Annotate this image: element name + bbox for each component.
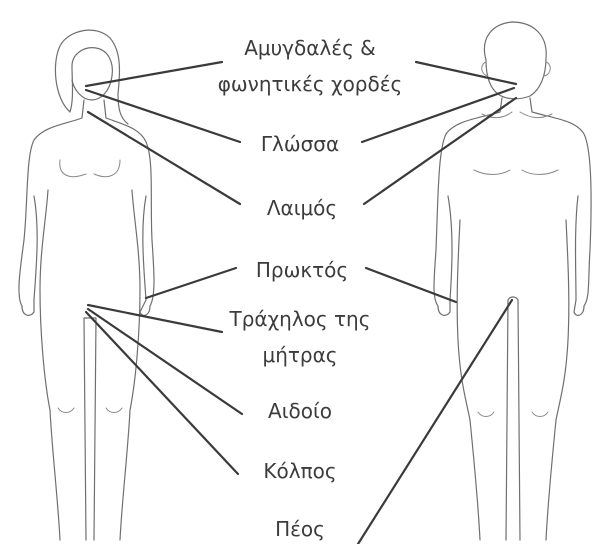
male-leg-right: [546, 420, 556, 540]
label-anus: Πρωκτός: [256, 258, 348, 282]
female-leg-left: [50, 410, 60, 540]
female-arm-left-inner: [34, 196, 37, 300]
male-torso-right: [530, 98, 591, 306]
female-chest: [60, 160, 120, 177]
label-tonsils-line2: φωνητικές χορδές: [218, 72, 403, 96]
male-hip-right: [556, 220, 569, 420]
male-arm-left-inner: [448, 196, 452, 300]
male-arm-right-inner: [576, 196, 579, 300]
label-penis: Πέος: [275, 517, 325, 541]
male-torso-left: [434, 98, 502, 306]
female-leg-right: [120, 410, 130, 540]
pointer-tonsils-male: [416, 62, 516, 84]
label-cervix-line1: Τράχηλος της: [229, 307, 371, 331]
female-hand-right: [140, 300, 150, 315]
female-arm-right-inner: [143, 196, 146, 300]
male-chest: [474, 112, 558, 175]
label-vulva: Αιδοίο: [268, 399, 332, 423]
labels: Αμυγδαλές & φωνητικές χορδές Γλώσσα Λαιμ…: [218, 36, 403, 541]
female-hip-right: [130, 190, 140, 410]
label-throat: Λαιμός: [267, 196, 337, 220]
pointer-cervix: [88, 305, 222, 332]
label-tonsils-line1: Αμυγδαλές &: [244, 36, 376, 60]
label-cervix-line2: μήτρας: [262, 343, 337, 367]
male-ears: [482, 62, 551, 76]
female-knees: [58, 408, 122, 413]
label-vagina: Κόλπος: [263, 459, 336, 483]
pointer-vagina: [86, 312, 238, 474]
male-inner-legs: [506, 297, 520, 540]
label-tongue: Γλώσσα: [261, 132, 339, 156]
female-hair: [55, 30, 128, 124]
pointer-vulva: [88, 309, 242, 414]
pointer-throat-female: [88, 112, 240, 204]
male-hip-left: [457, 220, 470, 420]
male-head: [484, 22, 546, 99]
pointer-tonsils-female: [86, 62, 222, 86]
pointer-anus-male: [366, 268, 456, 302]
female-inner-legs: [84, 318, 96, 540]
male-hand-right: [574, 300, 584, 315]
male-leg-left: [470, 420, 480, 540]
pointer-penis: [358, 300, 512, 544]
female-hip-left: [40, 190, 50, 410]
female-hand-left: [22, 300, 34, 315]
male-knees: [478, 412, 548, 417]
male-hand-left: [438, 300, 450, 315]
female-torso-left: [19, 100, 84, 306]
female-torso-right: [104, 100, 154, 306]
pointer-anus-female: [146, 268, 236, 298]
pointer-tongue-female: [86, 90, 240, 142]
